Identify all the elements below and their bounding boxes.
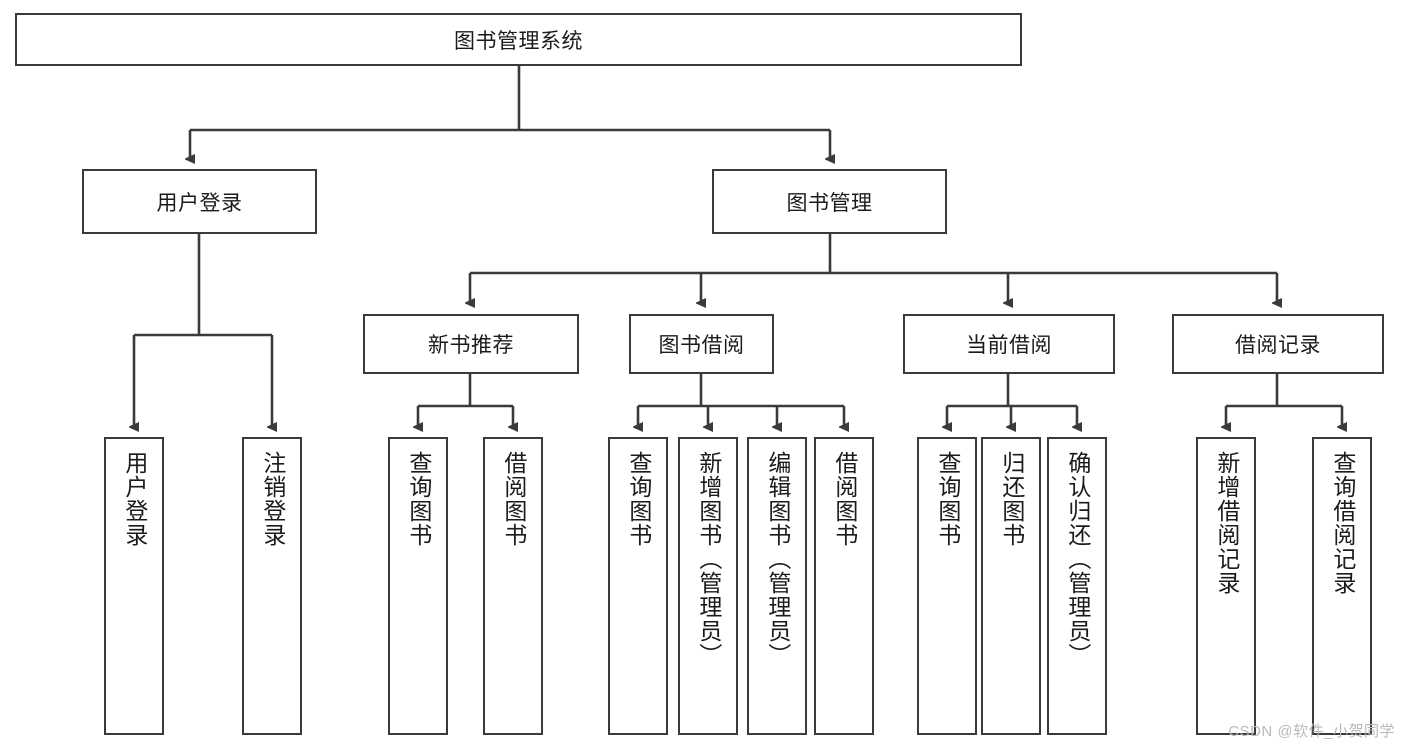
node-leaf-query-book-borrow[interactable]: 查询图书 xyxy=(608,437,668,735)
node-current-borrow[interactable]: 当前借阅 xyxy=(903,314,1115,374)
node-root-label: 图书管理系统 xyxy=(454,29,583,53)
node-root[interactable]: 图书管理系统 xyxy=(15,13,1022,66)
node-leaf-label: 确认归还（管理员） xyxy=(1064,451,1091,667)
node-new-book-recommend[interactable]: 新书推荐 xyxy=(363,314,579,374)
node-leaf-borrow-book-rec[interactable]: 借阅图书 xyxy=(483,437,543,735)
node-leaf-label: 注销登录 xyxy=(259,451,286,547)
node-leaf-label: 编辑图书（管理员） xyxy=(764,451,791,667)
node-current-borrow-label: 当前借阅 xyxy=(966,334,1052,357)
node-new-book-recommend-label: 新书推荐 xyxy=(428,334,514,357)
csdn-watermark: CSDN @软件_小贺同学 xyxy=(1228,723,1395,740)
node-leaf-label: 借阅图书 xyxy=(831,451,858,547)
node-leaf-label: 借阅图书 xyxy=(500,451,527,547)
node-book-borrow-label: 图书借阅 xyxy=(658,334,745,357)
node-leaf-query-borrow-record[interactable]: 查询借阅记录 xyxy=(1312,437,1372,735)
node-book-management-label: 图书管理 xyxy=(786,191,873,215)
node-leaf-user-login[interactable]: 用户登录 xyxy=(104,437,164,735)
node-leaf-confirm-return-admin[interactable]: 确认归还（管理员） xyxy=(1047,437,1107,735)
node-leaf-add-book-admin[interactable]: 新增图书（管理员） xyxy=(678,437,738,735)
node-leaf-label: 查询借阅记录 xyxy=(1329,451,1356,595)
node-user-login[interactable]: 用户登录 xyxy=(82,169,317,234)
node-borrow-record-label: 借阅记录 xyxy=(1235,334,1321,357)
node-leaf-edit-book-admin[interactable]: 编辑图书（管理员） xyxy=(747,437,807,735)
node-leaf-label: 用户登录 xyxy=(121,451,148,547)
node-leaf-label: 查询图书 xyxy=(625,451,652,547)
node-leaf-query-book-current[interactable]: 查询图书 xyxy=(917,437,977,735)
node-leaf-borrow-book[interactable]: 借阅图书 xyxy=(814,437,874,735)
node-leaf-query-book-rec[interactable]: 查询图书 xyxy=(388,437,448,735)
node-user-login-label: 用户登录 xyxy=(156,191,243,215)
node-leaf-add-borrow-record[interactable]: 新增借阅记录 xyxy=(1196,437,1256,735)
node-leaf-label: 查询图书 xyxy=(405,451,432,547)
node-borrow-record[interactable]: 借阅记录 xyxy=(1172,314,1384,374)
node-leaf-logout[interactable]: 注销登录 xyxy=(242,437,302,735)
node-leaf-label: 归还图书 xyxy=(998,451,1025,547)
node-leaf-label: 新增图书（管理员） xyxy=(695,451,722,667)
node-book-management[interactable]: 图书管理 xyxy=(712,169,947,234)
node-book-borrow[interactable]: 图书借阅 xyxy=(629,314,774,374)
node-leaf-return-book[interactable]: 归还图书 xyxy=(981,437,1041,735)
node-leaf-label: 查询图书 xyxy=(934,451,961,547)
node-leaf-label: 新增借阅记录 xyxy=(1213,451,1240,595)
